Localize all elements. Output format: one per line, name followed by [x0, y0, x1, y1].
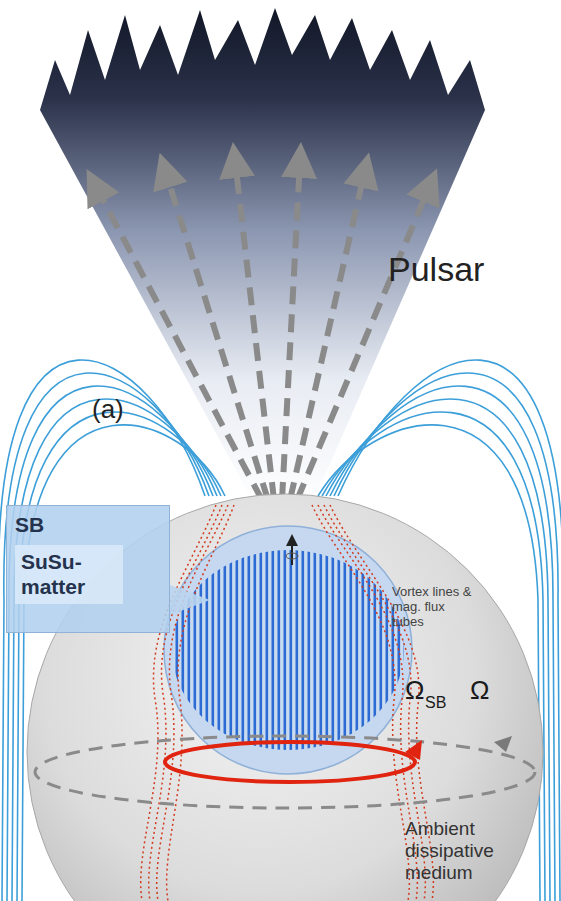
text-label: Ambient dissipative medium: [405, 818, 517, 884]
text-label: Ω: [470, 676, 500, 706]
text-label: (a): [92, 395, 152, 425]
callout-box: SB SuSu-matter: [6, 505, 170, 633]
text-label: SB: [425, 694, 459, 712]
text-label: Pulsar: [388, 250, 528, 289]
callout-text: SuSu-matter: [15, 545, 123, 603]
text-label: Vortex lines & mag. flux tubes: [392, 585, 474, 630]
callout-heading: SB: [15, 512, 161, 537]
